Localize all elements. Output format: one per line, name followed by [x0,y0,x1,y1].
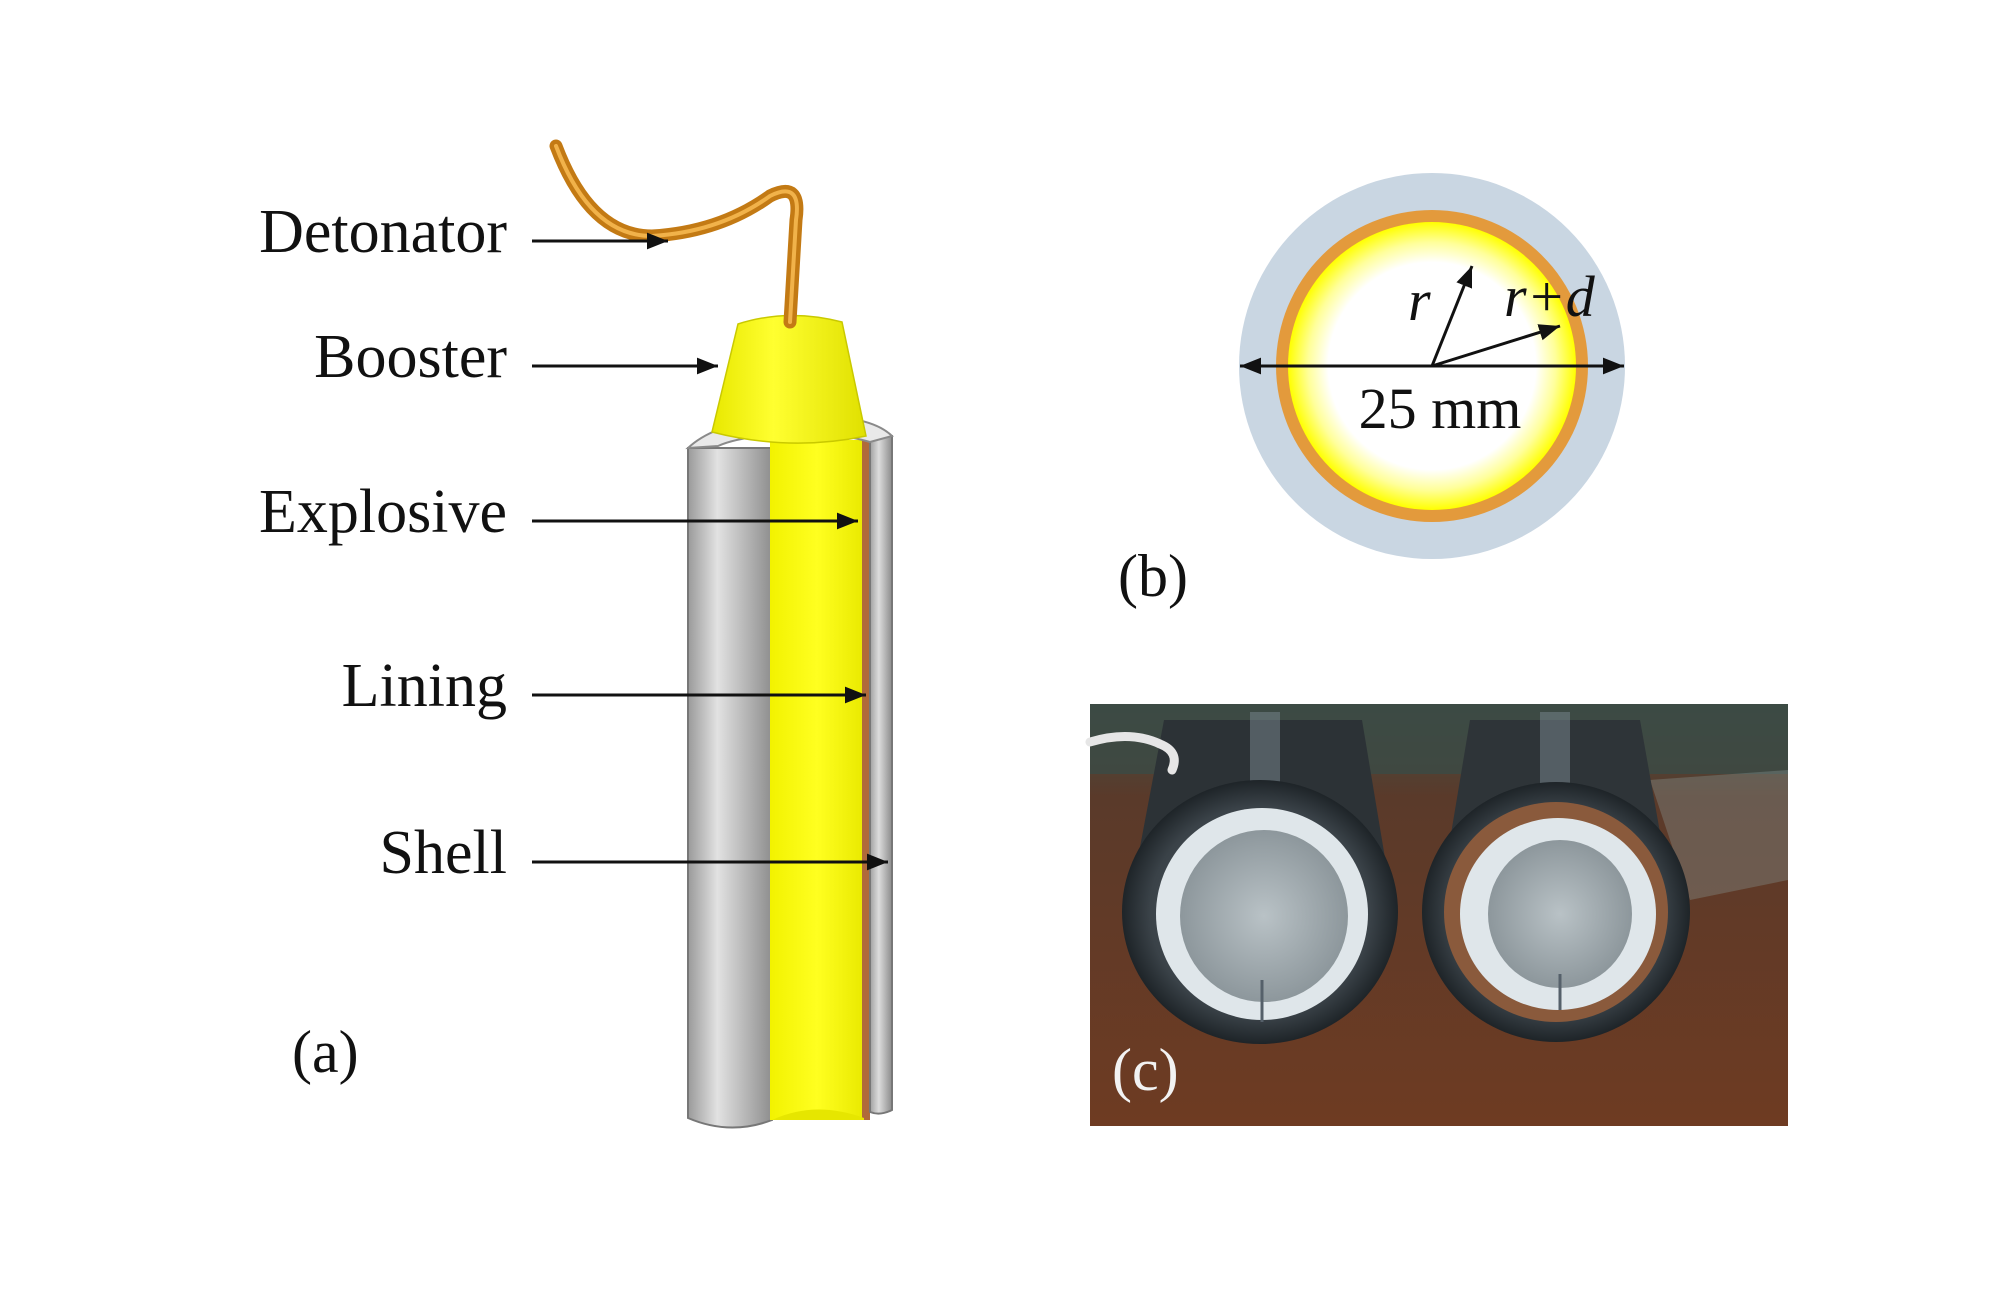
photo-pipe-left [1122,712,1398,1044]
label-booster: Booster [314,323,507,391]
panel-c-photo: (c) [1085,704,1788,1126]
detonator-wire-highlight [554,144,799,324]
label-r: r [1408,268,1431,333]
panel-b: r r+d 25 mm (b) [1118,173,1625,609]
label-diameter: 25 mm [1359,376,1522,441]
photo-glass-reflection [1650,770,1788,900]
label-shell: Shell [380,819,507,887]
panel-a-label: (a) [292,1019,359,1085]
label-r-plus-d: r+d [1504,264,1596,329]
label-detonator: Detonator [259,198,507,266]
photo-cable [1085,731,1179,775]
lining-strip [862,440,870,1120]
panel-c-label: (c) [1112,1037,1179,1103]
label-explosive: Explosive [259,478,507,546]
shell-right-strip [869,435,893,1115]
label-lining: Lining [342,652,507,720]
shell-left-half [687,447,773,1129]
tube-bottom-cut [772,1109,864,1120]
photo-pipe-right [1422,712,1690,1042]
booster-cone [711,314,867,444]
panel-b-label: (b) [1118,543,1188,609]
radius-arrow-r-plus-d [1431,324,1561,368]
panel-a: Detonator Booster Explosive Lining Shell… [259,139,894,1129]
explosive-body [770,440,864,1120]
radius-arrow-r [1430,265,1474,367]
